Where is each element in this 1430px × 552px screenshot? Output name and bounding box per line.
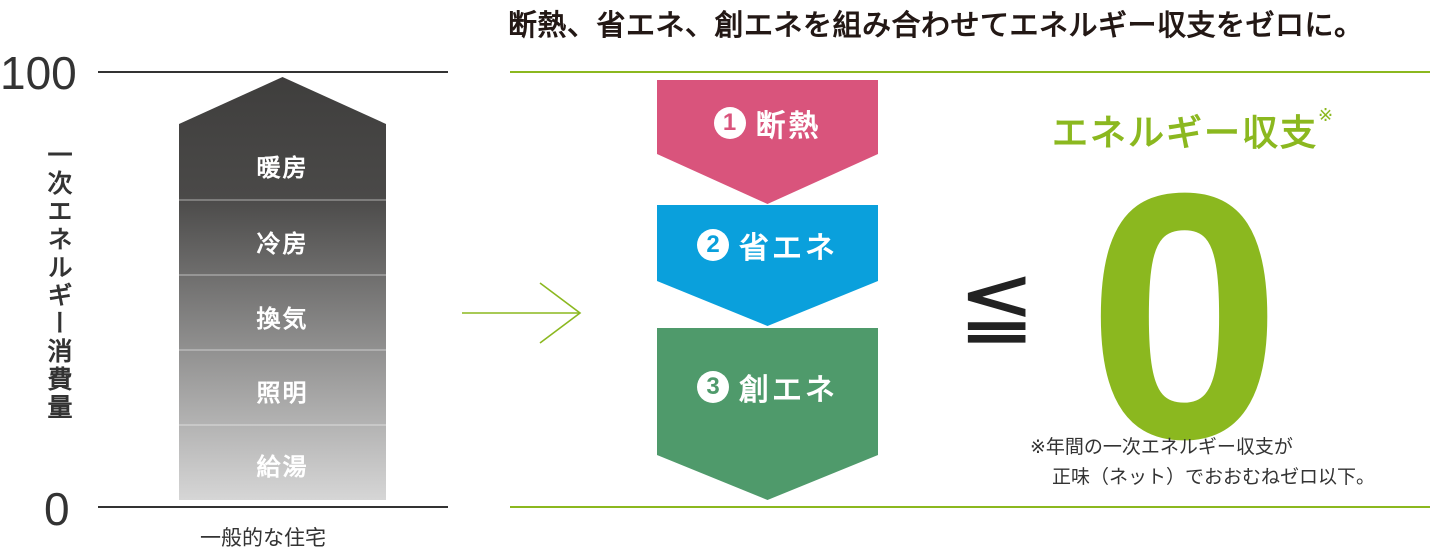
energy-balance-title: エネルギー収支※: [1052, 104, 1333, 156]
energy-stack: [179, 77, 386, 500]
stack-separator: [179, 349, 386, 351]
footnote: ※年間の一次エネルギー収支が 正味（ネット）でおおむねゼロ以下。: [1030, 432, 1375, 492]
layer-heating: 暖房: [256, 154, 309, 182]
footnote-line-1: ※年間の一次エネルギー収支が: [1030, 436, 1293, 458]
scale-min-label: 0: [44, 483, 70, 535]
scale-max-label: 100: [0, 47, 77, 99]
scale-min-line: [98, 506, 448, 508]
step-shape-insulation: [657, 80, 878, 204]
step-number-badge: 2: [697, 229, 729, 261]
arrow-right-icon: [462, 282, 582, 344]
layer-cooling: 冷房: [256, 230, 309, 258]
energy-balance-title-text: エネルギー収支: [1052, 113, 1319, 154]
zero-value: 0: [1087, 121, 1282, 512]
step-label: 省エネ: [739, 231, 838, 266]
energy-stack-shape: [179, 77, 386, 500]
step-insulation: 1 断熱: [657, 102, 878, 144]
note-mark: ※: [1318, 105, 1334, 126]
stack-caption: 一般的な住宅: [200, 526, 326, 550]
step-label: 断熱: [755, 109, 822, 144]
step-energy-creation: 3 創エネ: [657, 366, 878, 408]
stack-separator: [179, 199, 386, 201]
step-number-badge: 1: [713, 107, 746, 139]
step-number-badge: 3: [697, 371, 729, 403]
stack-separator: [179, 274, 386, 276]
top-rule: [510, 71, 1430, 73]
scale-max-line: [98, 71, 448, 73]
layer-hot-water: 給湯: [256, 453, 309, 481]
layer-ventilation: 換気: [256, 305, 309, 333]
layer-lighting: 照明: [256, 379, 309, 407]
footnote-line-2: 正味（ネット）でおおむねゼロ以下。: [1052, 466, 1376, 488]
step-energy-saving: 2 省エネ: [657, 224, 878, 266]
less-equal-symbol: ≦: [958, 250, 1036, 357]
bottom-rule: [510, 506, 1430, 508]
step-shape-energy-creation: [657, 328, 878, 500]
headline: 断熱、省エネ、創エネを組み合わせてエネルギー収支をゼロに。: [508, 8, 1364, 42]
step-label: 創エネ: [739, 373, 838, 408]
axis-label: 一次エネルギー消費量: [44, 142, 73, 422]
stack-separator: [179, 424, 386, 426]
